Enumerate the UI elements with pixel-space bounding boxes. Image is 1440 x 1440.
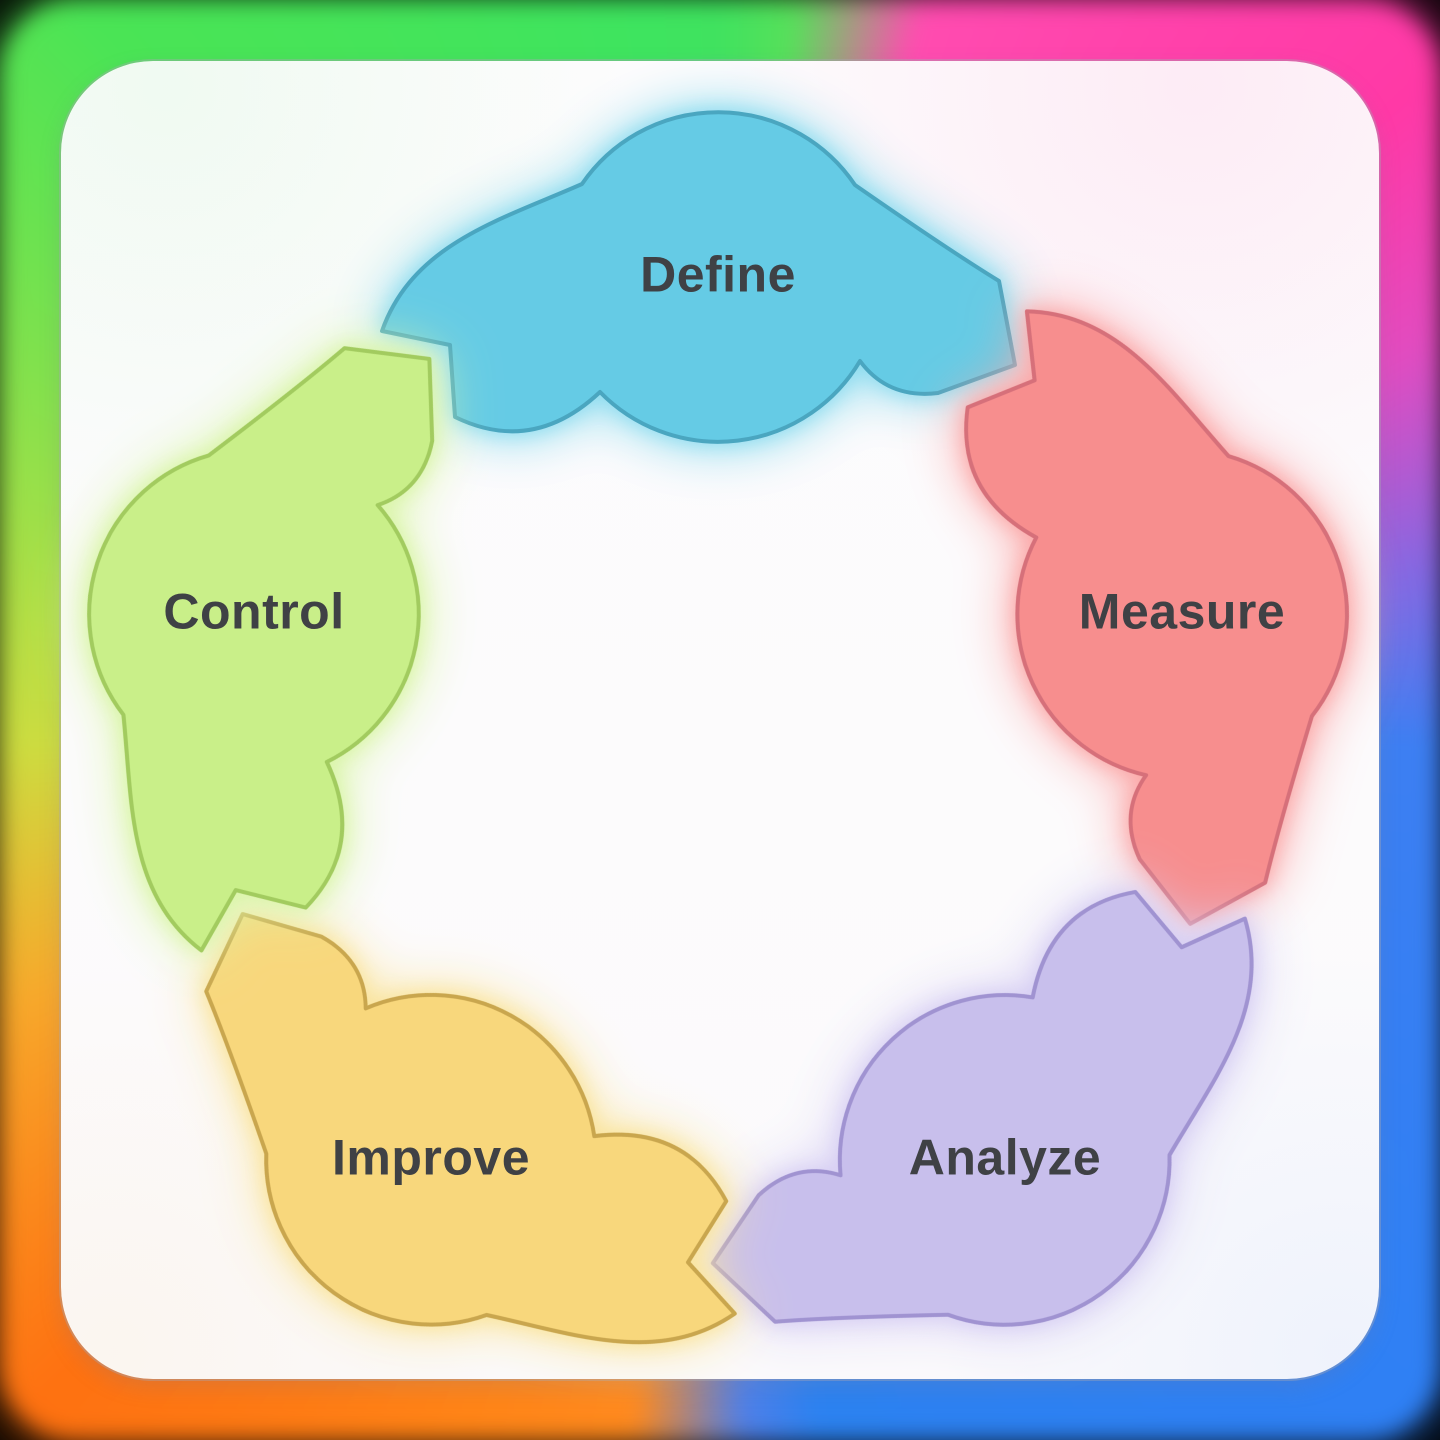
step-blob-arrow xyxy=(380,110,1017,444)
step-shape-control xyxy=(87,346,435,953)
step-shape-measure xyxy=(964,309,1349,926)
step-blob-arrow xyxy=(710,889,1254,1327)
step-shape-define xyxy=(380,110,1017,444)
step-shape-analyze xyxy=(710,889,1254,1327)
step-blob-arrow xyxy=(964,309,1349,926)
step-shape-improve xyxy=(204,912,737,1345)
step-blob-arrow xyxy=(87,346,435,953)
step-blob-arrow xyxy=(204,912,737,1345)
